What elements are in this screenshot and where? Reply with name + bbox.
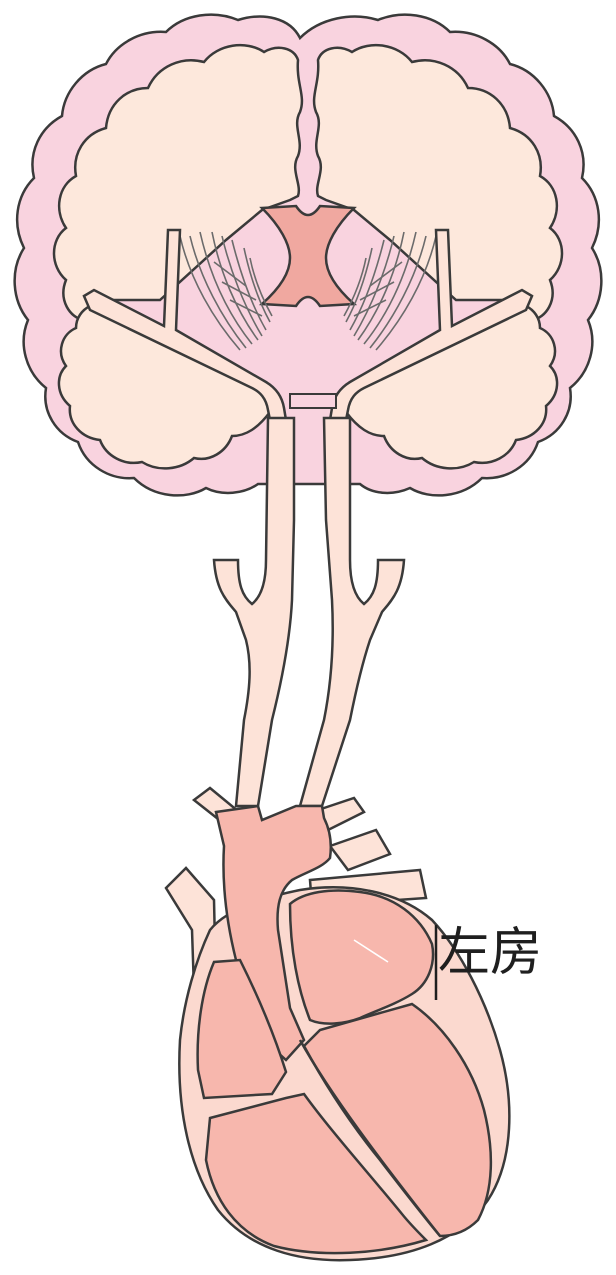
heart — [166, 788, 509, 1260]
pulmonary-artery-branch-1 — [330, 830, 390, 870]
left-atrium-label: 左房 — [438, 923, 542, 983]
communicating-artery — [290, 394, 336, 408]
brain — [15, 15, 602, 496]
